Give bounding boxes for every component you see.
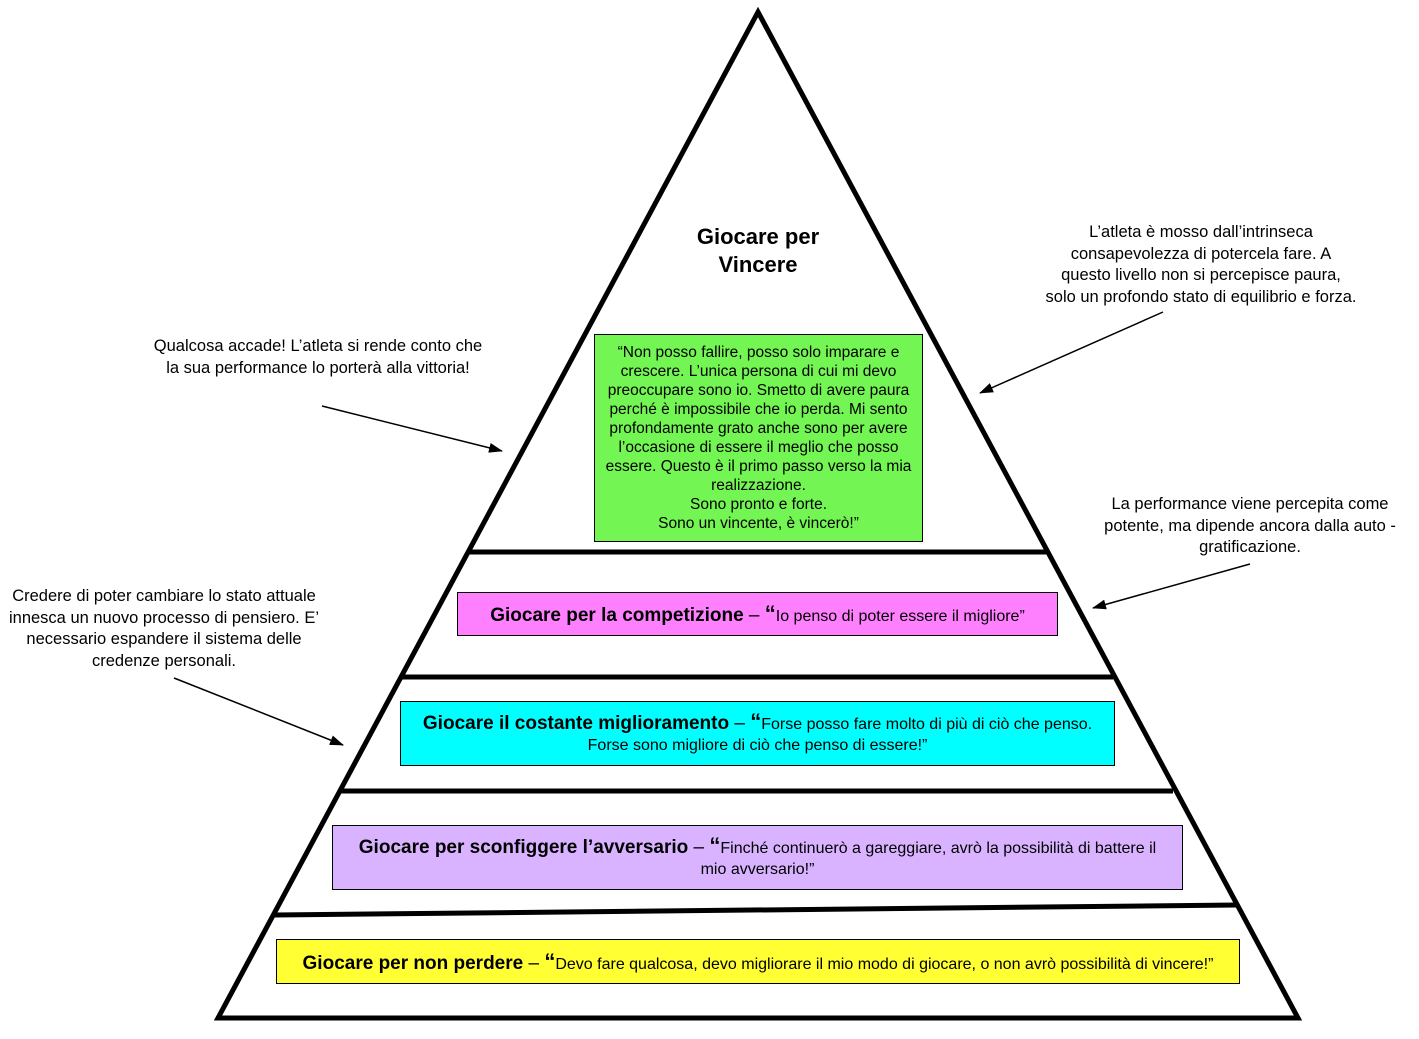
top-level-title: Giocare per Vincere [696,224,820,277]
level-improvement-label: Giocare il costante miglioramento [422,713,730,734]
level-opponent-dash: – [688,837,710,858]
top-level-quote-box: “Non posso fallire, posso solo imparare … [594,334,923,542]
level-competition-label: Giocare per la competizione [490,605,744,626]
level-not-lose-box: Giocare per non perdere – “Devo fare qua… [276,939,1240,984]
arrow-mid-left [173,677,344,746]
arrow-mid-right [1092,563,1251,610]
level-competition-quote: Io penso di poter essere il migliore” [775,608,1025,625]
level-improvement-open-quote: “ [750,709,762,734]
level-improvement-box: Giocare il costante miglioramento – “For… [400,701,1115,766]
level-opponent-open-quote: “ [709,833,721,858]
note-mid-left: Credere di poter cambiare lo stato attua… [8,587,320,670]
arrow-top-left [321,405,503,453]
level-competition-dash: – [743,605,765,626]
level-not-lose-open-quote: “ [544,948,556,974]
note-top-left: Qualcosa accade! L’atleta si rende conto… [153,337,483,377]
level-improvement-quote: Forse posso fare molto di più di ciò che… [587,716,1093,754]
level-opponent-box: Giocare per sconfiggere l’avversario – “… [332,825,1183,890]
level-improvement-dash: – [729,713,751,734]
level-competition-box: Giocare per la competizione – “Io penso … [457,592,1058,636]
note-mid-right: La performance viene percepita come pote… [1104,495,1396,556]
arrow-top-right [979,311,1164,394]
level-competition-open-quote: “ [764,601,776,626]
level-opponent-quote: Finché continuerò a gareggiare, avrò la … [700,840,1157,878]
level-not-lose-quote: Devo fare qualcosa, devo migliorare il m… [555,955,1214,973]
level-not-lose-label: Giocare per non perdere [302,952,524,974]
level-not-lose-dash: – [523,952,545,974]
level-opponent-label: Giocare per sconfiggere l’avversario [358,837,689,858]
note-top-right: L’atleta è mosso dall’intrinseca consape… [1045,223,1357,306]
tier-divider-4 [274,902,1239,918]
top-level-quote: “Non posso fallire, posso solo imparare … [605,344,912,532]
